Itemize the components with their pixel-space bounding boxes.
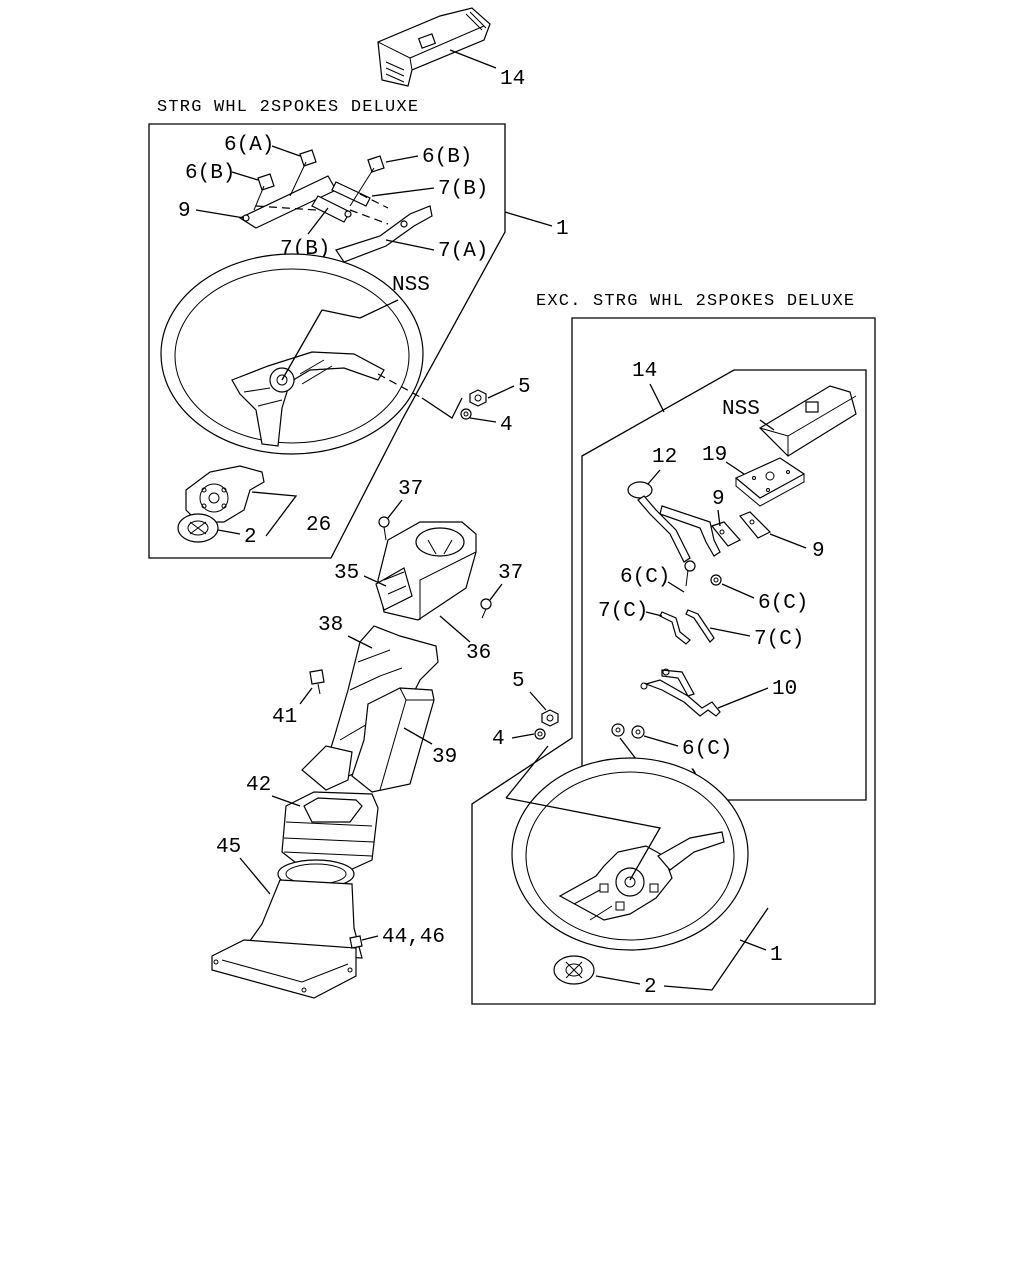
lead-7c-2[interactable]	[685, 609, 715, 643]
callout-4-exc: 4	[492, 728, 505, 751]
group-title-deluxe: STRG WHL 2SPOKES DELUXE	[157, 98, 419, 117]
horn-contact-12[interactable]	[627, 481, 721, 563]
callout-6c-1: 6(C)	[620, 566, 670, 589]
callout-nss-exc: NSS	[722, 398, 760, 421]
callout-6b-right: 6(B)	[422, 146, 472, 169]
callout-37-top: 37	[398, 478, 423, 501]
callout-41: 41	[272, 706, 297, 729]
nut-5-deluxe[interactable]	[469, 389, 487, 407]
callout-6a: 6(A)	[224, 134, 274, 157]
callout-7b-upper: 7(B)	[438, 178, 488, 201]
boot-42[interactable]	[281, 791, 379, 871]
washer-4-exc[interactable]	[534, 728, 546, 740]
screw-6c-2[interactable]	[710, 574, 722, 586]
callout-44-46: 44,46	[382, 926, 445, 949]
callout-14-top: 14	[500, 68, 525, 91]
screw-6b-left[interactable]	[253, 173, 275, 211]
screw-6c-1[interactable]	[684, 560, 696, 587]
callout-9-deluxe: 9	[178, 200, 191, 223]
steering-wheel-standard[interactable]	[511, 757, 749, 951]
callout-1-deluxe: 1	[556, 218, 569, 241]
horn-cover-part-14[interactable]	[377, 7, 491, 87]
callout-nss-deluxe: NSS	[392, 274, 430, 297]
callout-6c-2: 6(C)	[758, 592, 808, 615]
callout-19: 19	[702, 444, 727, 467]
screw-6c-3[interactable]	[631, 725, 645, 739]
callout-2-exc: 2	[644, 976, 657, 999]
callout-35: 35	[334, 562, 359, 585]
callout-38: 38	[318, 614, 343, 637]
nut-5-exc[interactable]	[541, 709, 559, 727]
emblem-2-exc[interactable]	[553, 955, 595, 985]
callout-7c-2: 7(C)	[754, 628, 804, 651]
callout-7a: 7(A)	[438, 240, 488, 263]
horn-lead-10[interactable]	[640, 668, 721, 717]
screw-37-top[interactable]	[378, 516, 390, 541]
callout-7c-1: 7(C)	[598, 600, 648, 623]
callout-14-exc: 14	[632, 360, 657, 383]
callout-1-exc: 1	[770, 944, 783, 967]
callout-4-deluxe: 4	[500, 414, 513, 437]
callout-9-exc-right: 9	[812, 540, 825, 563]
callout-26: 26	[306, 514, 331, 537]
plate-19[interactable]	[734, 457, 806, 507]
callout-36: 36	[466, 642, 491, 665]
callout-2-deluxe: 2	[244, 526, 257, 549]
callout-37-right: 37	[498, 562, 523, 585]
callout-12: 12	[652, 446, 677, 469]
horn-bracket-assembly[interactable]	[238, 175, 433, 263]
clip-9-upper[interactable]	[710, 521, 741, 547]
horn-cover-nss[interactable]	[759, 385, 857, 457]
column-cover-upper-35[interactable]	[375, 521, 477, 621]
callout-6c-3: 6(C)	[682, 738, 732, 761]
callout-5-exc: 5	[512, 670, 525, 693]
bolt-44-46[interactable]	[349, 935, 363, 962]
callout-42: 42	[246, 774, 271, 797]
screw-41[interactable]	[309, 669, 325, 695]
callout-39: 39	[432, 746, 457, 769]
column-cover-lower-39[interactable]	[301, 687, 435, 793]
screw-6b-right[interactable]	[349, 155, 385, 207]
callout-6b-left: 6(B)	[185, 162, 235, 185]
callout-10: 10	[772, 678, 797, 701]
emblem-2-deluxe[interactable]	[177, 513, 219, 543]
group-title-exc-deluxe: EXC. STRG WHL 2SPOKES DELUXE	[536, 292, 855, 311]
callout-9-exc-upper: 9	[712, 488, 725, 511]
lead-7c-1[interactable]	[659, 611, 691, 645]
washer-4-deluxe[interactable]	[460, 408, 472, 420]
steering-wheel-deluxe[interactable]	[160, 253, 424, 455]
inner-frame-exc-deluxe	[581, 369, 867, 801]
screw-6a[interactable]	[289, 149, 317, 197]
group-frame-deluxe	[148, 123, 506, 559]
screw-6c-4[interactable]	[611, 723, 625, 737]
callout-45: 45	[216, 836, 241, 859]
callout-5-deluxe: 5	[518, 376, 531, 399]
clip-9-right[interactable]	[739, 511, 772, 539]
screw-37-right[interactable]	[480, 598, 492, 619]
group-frame-exc-deluxe	[471, 317, 876, 1005]
cover-45[interactable]	[211, 859, 363, 999]
